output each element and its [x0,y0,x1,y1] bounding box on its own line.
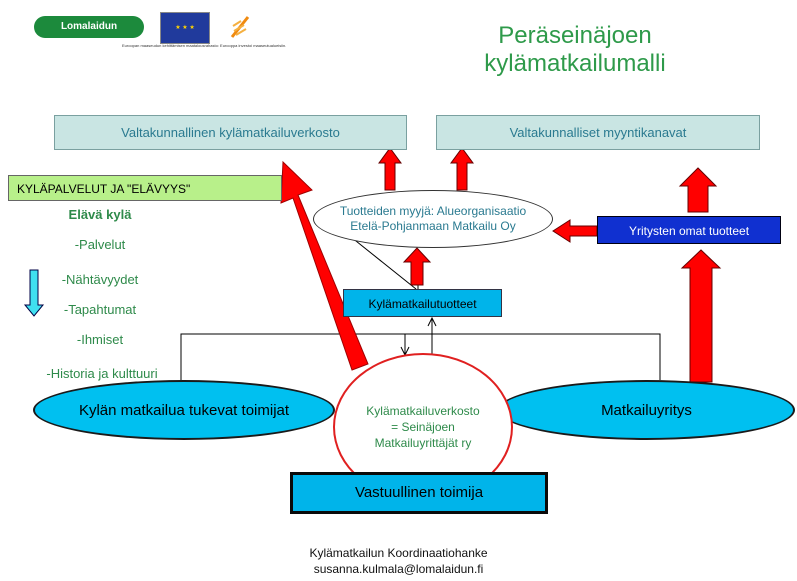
footer-email: susanna.kulmala@lomalaidun.fi [313,562,484,576]
box-valtakunnalliset-kanavat: Valtakunnalliset myyntikanavat [436,115,760,150]
red-arrow-yritys-up [680,249,722,383]
red-arrow-to-kanavat [678,167,718,213]
line-frame [180,333,661,380]
myyja-line-2: Etelä-Pohjanmaan Matkailu Oy [350,219,516,233]
box-valtakunnallinen-verkosto: Valtakunnallinen kylämatkailuverkosto [54,115,407,150]
red-arrow-up-right [450,147,474,191]
box-vastuullinen-toimija: Vastuullinen toimija [290,472,548,514]
footer-line-1: Kylämatkailun Koordinaatiohanke [309,546,488,560]
footer: Kylämatkailun Koordinaatiohanke susanna.… [220,545,577,577]
eu-caption: Euroopan maaseudun kehittämisen maatalou… [122,43,287,48]
wheat-logo [230,16,250,38]
title-line-1: Peräseinäjoen [498,22,652,49]
verkosto-line-2: = Seinäjoen [391,420,455,434]
red-arrow-tuotteet-myyja [402,247,432,286]
red-arrow-omat-myyja [552,219,598,243]
list-item-tapahtumat: -Tapahtumat [63,302,137,317]
list-heading: Elävä kylä [68,207,132,222]
oval-matkailuyritys: Matkailuyritys [498,380,795,440]
list-item-palvelut: -Palvelut [74,237,126,252]
title-line-2: kylämatkailumalli [484,50,666,77]
oval-tuotteiden-myyja: Tuotteiden myyjä: Alueorganisaatio Etelä… [313,190,553,248]
lomalaidun-logo: Lomalaidun [34,16,144,38]
logo-text: Lomalaidun [60,21,118,32]
eu-flag-logo: ★ ★ ★ [160,12,210,44]
myyja-line-1: Tuotteiden myyjä: Alueorganisaatio [339,204,527,218]
oval-tukevat-toimijat: Kylän matkailua tukevat toimijat [33,380,335,440]
arrowhead-up [427,316,437,327]
cyan-down-arrow [23,269,45,317]
red-arrow-up-left [378,147,402,191]
verkosto-line-3: Matkailuyrittäjät ry [374,436,472,450]
list-item-nahtavyydet: -Nähtävyydet [61,272,139,287]
verkosto-line-1: Kylämatkailuverkosto [366,404,480,418]
box-kylapalvelut: KYLÄPALVELUT JA "ELÄVYYS" [8,175,282,201]
box-kylamatkailutuotteet: Kylämatkailutuotteet [343,289,502,317]
list-item-historia: -Historia ja kulttuuri [46,366,158,381]
page-title: Peräseinäjoen kylämatkailumalli [435,22,715,78]
list-item-ihmiset: -Ihmiset [76,332,124,347]
red-arrow-diagonal [280,160,369,371]
box-yritysten-omat-tuotteet: Yritysten omat tuotteet [597,216,781,244]
